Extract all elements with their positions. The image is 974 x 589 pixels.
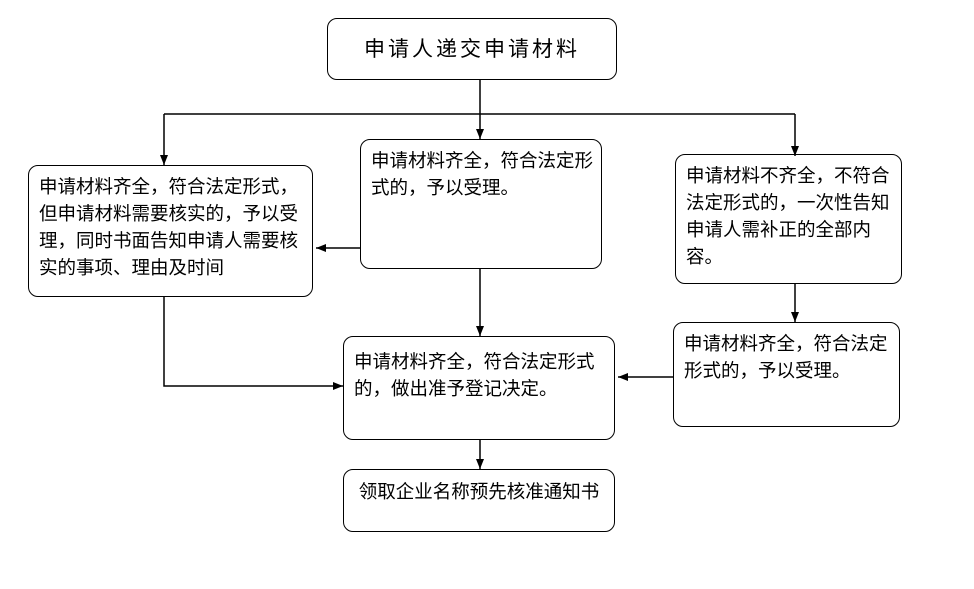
- edge-verify-to-decision: [163, 297, 343, 390]
- node-approve-registration: 申请材料齐全，符合法定形式 的，做出准予登记决定。: [343, 336, 615, 440]
- node-accept: 申请材料齐全，符合法定形 式的，予以受理。: [360, 139, 602, 269]
- node-accept-needs-verification-line3: 理，同时书面告知申请人需要核: [39, 231, 299, 252]
- node-submit-application-label: 申请人递交申请材料: [364, 36, 580, 61]
- node-receive-notice: 领取企业名称预先核准通知书: [343, 469, 615, 532]
- node-accept-needs-verification-line1: 申请材料齐全，符合法定形式，: [39, 177, 299, 198]
- node-incomplete-notify-line1: 申请材料不齐全，不符合: [686, 166, 890, 187]
- node-accept-needs-verification-line4: 实的事项、理由及时间: [39, 258, 225, 279]
- node-incomplete-notify: 申请材料不齐全，不符合 法定形式的，一次性告知 申请人需补正的全部内 容。: [675, 154, 902, 284]
- node-accept-after-correction-line1: 申请材料齐全，符合法定: [684, 334, 888, 355]
- node-incomplete-notify-line2: 法定形式的，一次性告知: [686, 193, 890, 214]
- node-accept-needs-verification: 申请材料齐全，符合法定形式， 但申请材料需要核实的，予以受 理，同时书面告知申请…: [28, 165, 313, 297]
- node-submit-application: 申请人递交申请材料: [327, 18, 617, 80]
- node-approve-registration-line2: 的，做出准予登记决定。: [354, 379, 558, 400]
- node-accept-after-correction: 申请材料齐全，符合法定 形式的，予以受理。: [673, 322, 900, 427]
- node-accept-after-correction-line2: 形式的，予以受理。: [684, 361, 851, 382]
- node-incomplete-notify-line4: 容。: [686, 247, 724, 268]
- node-incomplete-notify-line3: 申请人需补正的全部内: [686, 220, 872, 241]
- node-accept-line2: 式的，予以受理。: [371, 178, 520, 199]
- node-accept-line1: 申请材料齐全，符合法定形: [371, 151, 594, 172]
- node-accept-needs-verification-line2: 但申请材料需要核实的，予以受: [39, 204, 299, 225]
- node-approve-registration-line1: 申请材料齐全，符合法定形式: [354, 352, 595, 373]
- node-receive-notice-label: 领取企业名称预先核准通知书: [358, 482, 600, 503]
